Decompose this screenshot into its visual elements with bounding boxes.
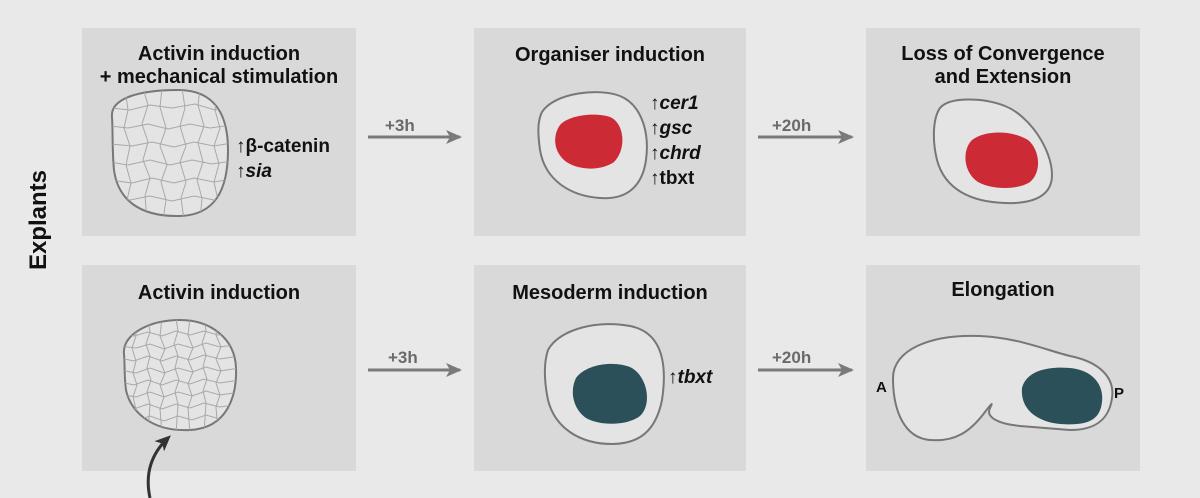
gene-tbxt: ↑tbxt [668,367,713,388]
explant-elongation [891,334,1114,442]
gene-cer1: ↑cer1 [650,93,699,114]
top-arrow1-label: +3h [385,116,415,135]
gene-sia: ↑sia [236,161,272,182]
gene-chrd: ↑chrd [650,143,701,164]
bottom-arrow1-label: +3h [388,348,418,367]
gene-gsc: ↑gsc [650,118,693,139]
cell-cluster-bottom [122,318,238,432]
explant-mesoderm [544,323,665,446]
panel-title: Loss of Convergence and Extension [901,43,1105,88]
curved-arrow-icon [146,435,171,498]
panel-title: Activin induction + mechanical stimulati… [99,43,339,88]
panel-title: Mesoderm induction [512,282,708,304]
anterior-label: A [876,379,887,396]
panel-title: Activin induction [137,282,301,304]
panel-title: Elongation [951,279,1055,301]
panel-title: Organiser induction [514,44,706,66]
explant-organiser [537,91,648,200]
posterior-label: P [1114,385,1125,402]
gene-beta-catenin: ↑β-catenin [236,136,330,157]
explant-loss-ce [932,98,1054,205]
bottom-arrow2-label: +20h [772,348,812,367]
cell-cluster-top [110,88,230,218]
top-arrow2-label: +20h [772,116,812,135]
gene-tbxt: ↑tbxt [650,168,695,189]
